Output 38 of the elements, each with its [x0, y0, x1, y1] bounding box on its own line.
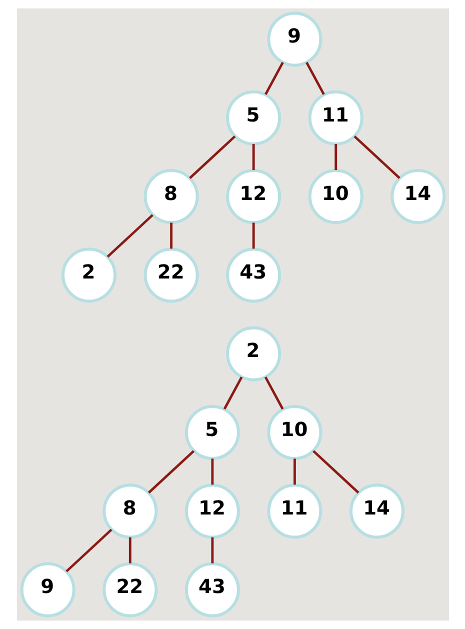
- node-circle: 8: [102, 484, 158, 539]
- node-circle: 14: [348, 484, 404, 539]
- connector: [353, 135, 400, 179]
- node-circle: 43: [226, 248, 281, 303]
- connector: [170, 222, 172, 249]
- connector: [147, 450, 194, 494]
- connector: [334, 144, 337, 170]
- connector: [305, 62, 324, 95]
- connector: [188, 135, 236, 179]
- node-circle: 43: [184, 562, 240, 618]
- node-circle: 9: [266, 12, 322, 67]
- connector: [210, 458, 214, 485]
- node-circle: 10: [266, 404, 322, 460]
- connector: [106, 214, 153, 258]
- node-circle: 5: [184, 404, 240, 460]
- connector: [210, 537, 214, 564]
- connector: [312, 450, 359, 494]
- node-circle: 22: [102, 562, 158, 618]
- node-circle: 12: [226, 168, 281, 224]
- connector: [252, 144, 254, 170]
- connector: [264, 62, 284, 95]
- node-circle: 14: [390, 168, 446, 224]
- node-circle: 12: [184, 484, 240, 539]
- node-circle: 5: [226, 90, 281, 146]
- connector: [222, 376, 242, 410]
- node-circle: 2: [60, 248, 116, 303]
- connector: [293, 458, 296, 485]
- node-circle: 10: [308, 168, 363, 224]
- node-circle: 9: [20, 562, 75, 618]
- connector: [128, 537, 131, 564]
- connector: [264, 376, 284, 410]
- node-circle: 22: [143, 248, 198, 303]
- connector: [65, 528, 112, 572]
- node-circle: 8: [143, 168, 198, 224]
- node-circle: 11: [266, 484, 322, 539]
- node-circle: 11: [308, 90, 363, 146]
- node-circle: 2: [226, 326, 281, 382]
- connector: [252, 222, 254, 249]
